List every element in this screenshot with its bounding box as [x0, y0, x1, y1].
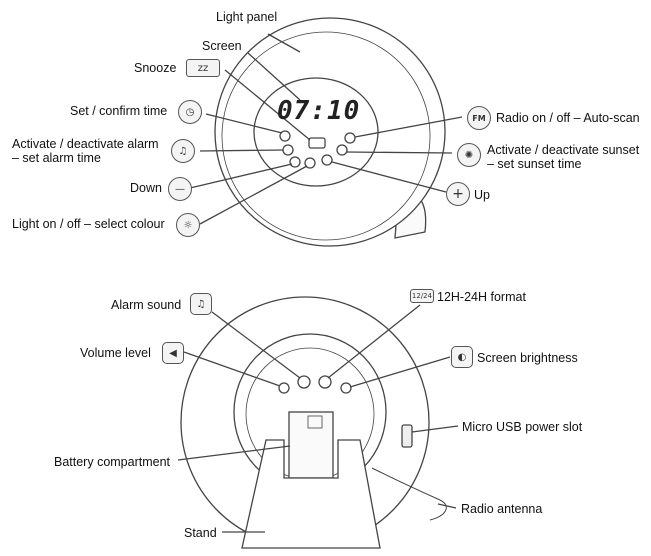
back-stand — [241, 439, 381, 549]
usb-slot-shape — [401, 424, 413, 448]
lightbulb-icon: ☼ — [176, 213, 200, 237]
label-sunset-2: – set sunset time — [487, 157, 582, 171]
fm-radio-icon: FM — [467, 106, 491, 130]
minus-icon: — — [168, 177, 192, 201]
label-alarm-sound: Alarm sound — [111, 298, 182, 312]
label-down: Down — [130, 181, 162, 195]
clock-icon: ◷ — [178, 100, 202, 124]
label-snooze: Snooze — [134, 61, 177, 75]
label-screen: Screen — [202, 39, 242, 53]
sun-icon: ✺ — [457, 143, 481, 167]
snooze-icon: zz — [186, 59, 220, 77]
label-alarm-1: Activate / deactivate alarm — [12, 137, 159, 151]
battery-door — [288, 411, 334, 479]
label-light-panel: Light panel — [216, 10, 278, 24]
label-volume: Volume level — [80, 346, 151, 360]
label-usb: Micro USB power slot — [462, 420, 583, 434]
label-brightness: Screen brightness — [477, 351, 578, 365]
format-12-24-icon: 12/24 — [410, 289, 434, 303]
bell-icon: ♫ — [171, 139, 195, 163]
screen-time-display: 07:10 — [277, 96, 361, 126]
label-light-colour: Light on / off – select colour — [12, 217, 165, 231]
label-sunset-1: Activate / deactivate sunset — [487, 143, 640, 157]
antenna-wire — [371, 467, 447, 521]
label-format: 12H-24H format — [437, 290, 526, 304]
plus-icon: + — [446, 182, 470, 206]
label-antenna: Radio antenna — [461, 502, 543, 516]
label-alarm-2: – set alarm time — [12, 151, 101, 165]
label-set-confirm-time: Set / confirm time — [70, 104, 168, 118]
label-up: Up — [474, 188, 490, 202]
label-stand: Stand — [184, 526, 217, 540]
music-note-icon: ♫ — [190, 293, 212, 315]
clock-face — [253, 77, 379, 187]
label-radio: Radio on / off – Auto-scan — [496, 111, 640, 125]
half-circle-icon: ◐ — [451, 346, 473, 368]
speaker-icon: ◀ — [162, 342, 184, 364]
label-battery: Battery compartment — [54, 455, 171, 469]
